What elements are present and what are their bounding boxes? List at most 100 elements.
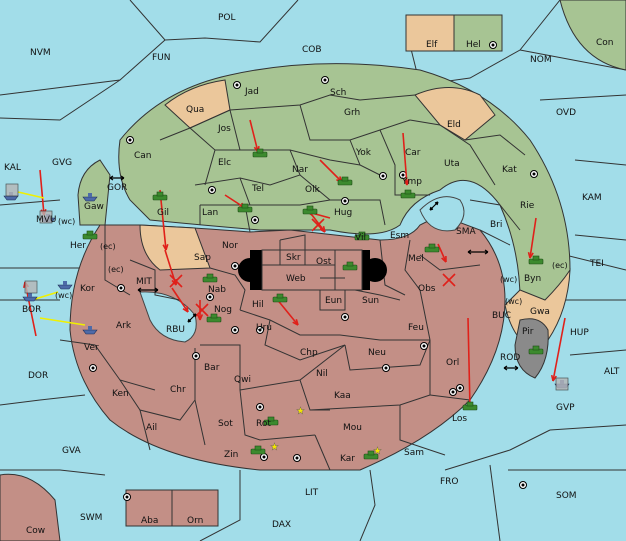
sea-labels: POL NVM FUN COB NOM Con OVD KAL GVG GOR …: [4, 13, 620, 536]
order-arrow-head-8: [196, 314, 204, 321]
army-turret-0: [256, 148, 264, 154]
central-borders: [262, 235, 345, 290]
order-arrow-head-1: [403, 179, 410, 186]
order-arrow-11: [39, 169, 45, 216]
label-pol: POL: [218, 13, 236, 23]
label-hil: Hil: [252, 300, 264, 310]
label-qua: Qua: [186, 105, 204, 115]
order-arrow-1: [402, 132, 408, 186]
supply-center-dot-21: [262, 455, 266, 459]
army-turret-2: [241, 203, 249, 209]
province-aba[interactable]: [125, 489, 173, 527]
label-chr: Chr: [170, 385, 186, 395]
army-turret-14: [466, 401, 474, 407]
order-arrow-head-9: [292, 319, 299, 326]
label-buc: BUC: [492, 311, 511, 321]
label-rod: ROD: [500, 353, 520, 363]
label-kor: Kor: [80, 284, 95, 294]
army-turret-4: [358, 231, 366, 237]
supply-center-dot-19: [295, 456, 299, 460]
label-cow: Cow: [26, 526, 45, 536]
army-turret-3: [306, 205, 314, 211]
label-can: Can: [134, 151, 152, 161]
dislodged-unit-0: [5, 183, 19, 197]
dislodged-unit-3: [555, 377, 569, 391]
supply-center-dot-1: [323, 78, 327, 82]
label-ken: Ken: [112, 389, 129, 399]
central-lake-right: [363, 258, 387, 282]
province-qua[interactable]: [164, 79, 231, 129]
fleet-tower-4: [88, 326, 92, 330]
label-ail: Ail: [146, 423, 157, 433]
province-elf[interactable]: [405, 14, 455, 52]
supply-center-dot-11: [258, 328, 262, 332]
label-nar: Nar: [292, 165, 308, 175]
coast-buc-wc: (wc): [505, 297, 522, 306]
label-nab: Nab: [208, 285, 226, 295]
units: ★★★: [3, 148, 570, 460]
label-eld: Eld: [447, 120, 461, 130]
label-byn: Byn: [524, 274, 541, 284]
label-grh: Grh: [344, 108, 360, 118]
supply-center-dot-2: [491, 43, 495, 47]
order-arrow-head-5: [162, 244, 169, 251]
label-alt: ALT: [604, 367, 620, 377]
failed-order-1: [195, 303, 209, 317]
central-land: [261, 249, 363, 291]
army-turret-8: [210, 313, 218, 319]
label-ark: Ark: [116, 321, 132, 331]
land-labels: Elf Hel Jad Sch Qua Grh Eld Jos Can Car …: [70, 40, 550, 526]
supply-center-dot-23: [125, 495, 129, 499]
label-bar: Bar: [204, 363, 220, 373]
label-feu: Feu: [408, 323, 424, 333]
province-orn[interactable]: [171, 489, 219, 527]
label-car: Car: [405, 148, 421, 158]
label-qwi: Qwi: [234, 375, 251, 385]
army-turret-18: [367, 450, 375, 456]
order-arrow-head-15: [441, 255, 447, 263]
dislodged-unit-2: [24, 280, 38, 294]
label-kat: Kat: [502, 165, 517, 175]
label-dor: DOR: [28, 371, 48, 381]
supply-center-dot-4: [210, 188, 214, 192]
province-eld[interactable]: [414, 87, 496, 141]
label-rot: Rot: [256, 419, 271, 429]
label-los: Los: [452, 414, 467, 424]
label-con: Con: [596, 38, 614, 48]
fleet-tower-3: [63, 281, 67, 285]
label-yok: Yok: [355, 148, 372, 158]
supply-center-dot-0: [235, 83, 239, 87]
supply-center-dot-20: [258, 405, 262, 409]
label-uru: Uru: [256, 323, 272, 333]
province-sap[interactable]: [139, 224, 211, 271]
order-arrow-0: [249, 119, 259, 153]
army-turret-6: [86, 230, 94, 236]
province-pir[interactable]: [514, 318, 549, 379]
army-turret-17: [254, 445, 262, 451]
order-arrow-13: [552, 317, 566, 382]
label-olk: Olk: [305, 185, 321, 195]
order-arrow-9: [275, 297, 299, 326]
army-turret-10: [346, 261, 354, 267]
supply-center-dot-7: [119, 286, 123, 290]
army-turret-13: [532, 255, 540, 261]
supply-center-dot-26: [458, 386, 462, 390]
label-skr: Skr: [286, 253, 301, 263]
supply-center-dot-17: [422, 344, 426, 348]
label-nvm: NVM: [30, 48, 51, 58]
label-ovd: OVD: [556, 108, 576, 118]
province-cow[interactable]: [0, 473, 61, 541]
label-web: Web: [286, 274, 306, 284]
coast-byn-wc: (wc): [500, 275, 517, 284]
province-gaw[interactable]: [77, 159, 111, 226]
supply-center-dot-24: [233, 264, 237, 268]
label-dax: DAX: [272, 520, 291, 530]
label-sap: Sap: [194, 253, 211, 263]
label-mel: Mel: [408, 254, 424, 264]
fleet-unit-4: [82, 329, 98, 335]
coast-byn-ec: (ec): [552, 261, 568, 270]
label-fun: FUN: [152, 53, 171, 63]
label-pir: Pir: [522, 327, 534, 337]
label-kal: KAL: [4, 163, 21, 173]
